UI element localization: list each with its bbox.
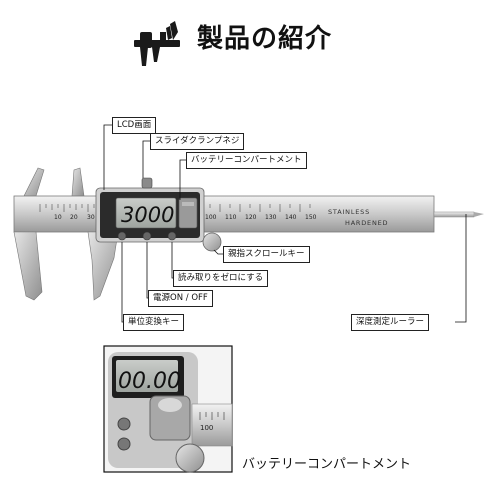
upper-fixed-jaw (23, 167, 45, 197)
scale-number: 120 (245, 214, 257, 221)
detail-thumb-roller (175, 443, 205, 473)
scale-number: 110 (225, 214, 237, 221)
label-battery-compartment: バッテリーコンパートメント (186, 152, 307, 169)
scale-number: 20 (70, 214, 78, 221)
scale-number: 100 (205, 214, 217, 221)
scale-number: 10 (54, 214, 62, 221)
depth-rod (433, 211, 475, 218)
label-power-on-off: 電源ON / OFF (148, 290, 213, 307)
label-unit-convert-key: 単位変換キー (123, 314, 185, 331)
lower-fixed-jaw (13, 231, 43, 301)
hardened-text: HARDENED (345, 219, 388, 227)
label-lcd-screen: LCD画面 (112, 117, 157, 134)
lcd-reading: 3000 (121, 203, 174, 227)
label-zero-reading: 読み取りをゼロにする (173, 270, 269, 287)
page-title: 製品の紹介 (197, 24, 333, 54)
main-beam (13, 195, 435, 233)
upper-slide-jaw (71, 167, 85, 197)
caliper-icon (134, 21, 180, 66)
label-depth-rule: 深度測定ルーラー (351, 314, 430, 331)
scale-number: 30 (87, 214, 95, 221)
scale-ticks (39, 204, 311, 212)
scale-number: 130 (265, 214, 277, 221)
label-thumb-scroll-key: 親指スクロールキー (223, 246, 310, 263)
label-slide-clamp-screw: スライダクランプネジ (150, 133, 245, 150)
detail-scale-number: 100 (200, 424, 213, 432)
detail-lcd-reading: 00.00 (118, 369, 181, 394)
thumb-roller (202, 232, 222, 252)
zero-button (167, 231, 177, 241)
scale-number: 140 (285, 214, 297, 221)
stainless-text: STAINLESS (328, 208, 370, 216)
detail-caption: バッテリーコンパートメント (242, 457, 412, 472)
unit-button (117, 231, 127, 241)
clamp-screw (141, 177, 153, 189)
scale-number: 150 (305, 214, 317, 221)
power-button (142, 231, 152, 241)
lcd-screen (115, 197, 177, 229)
